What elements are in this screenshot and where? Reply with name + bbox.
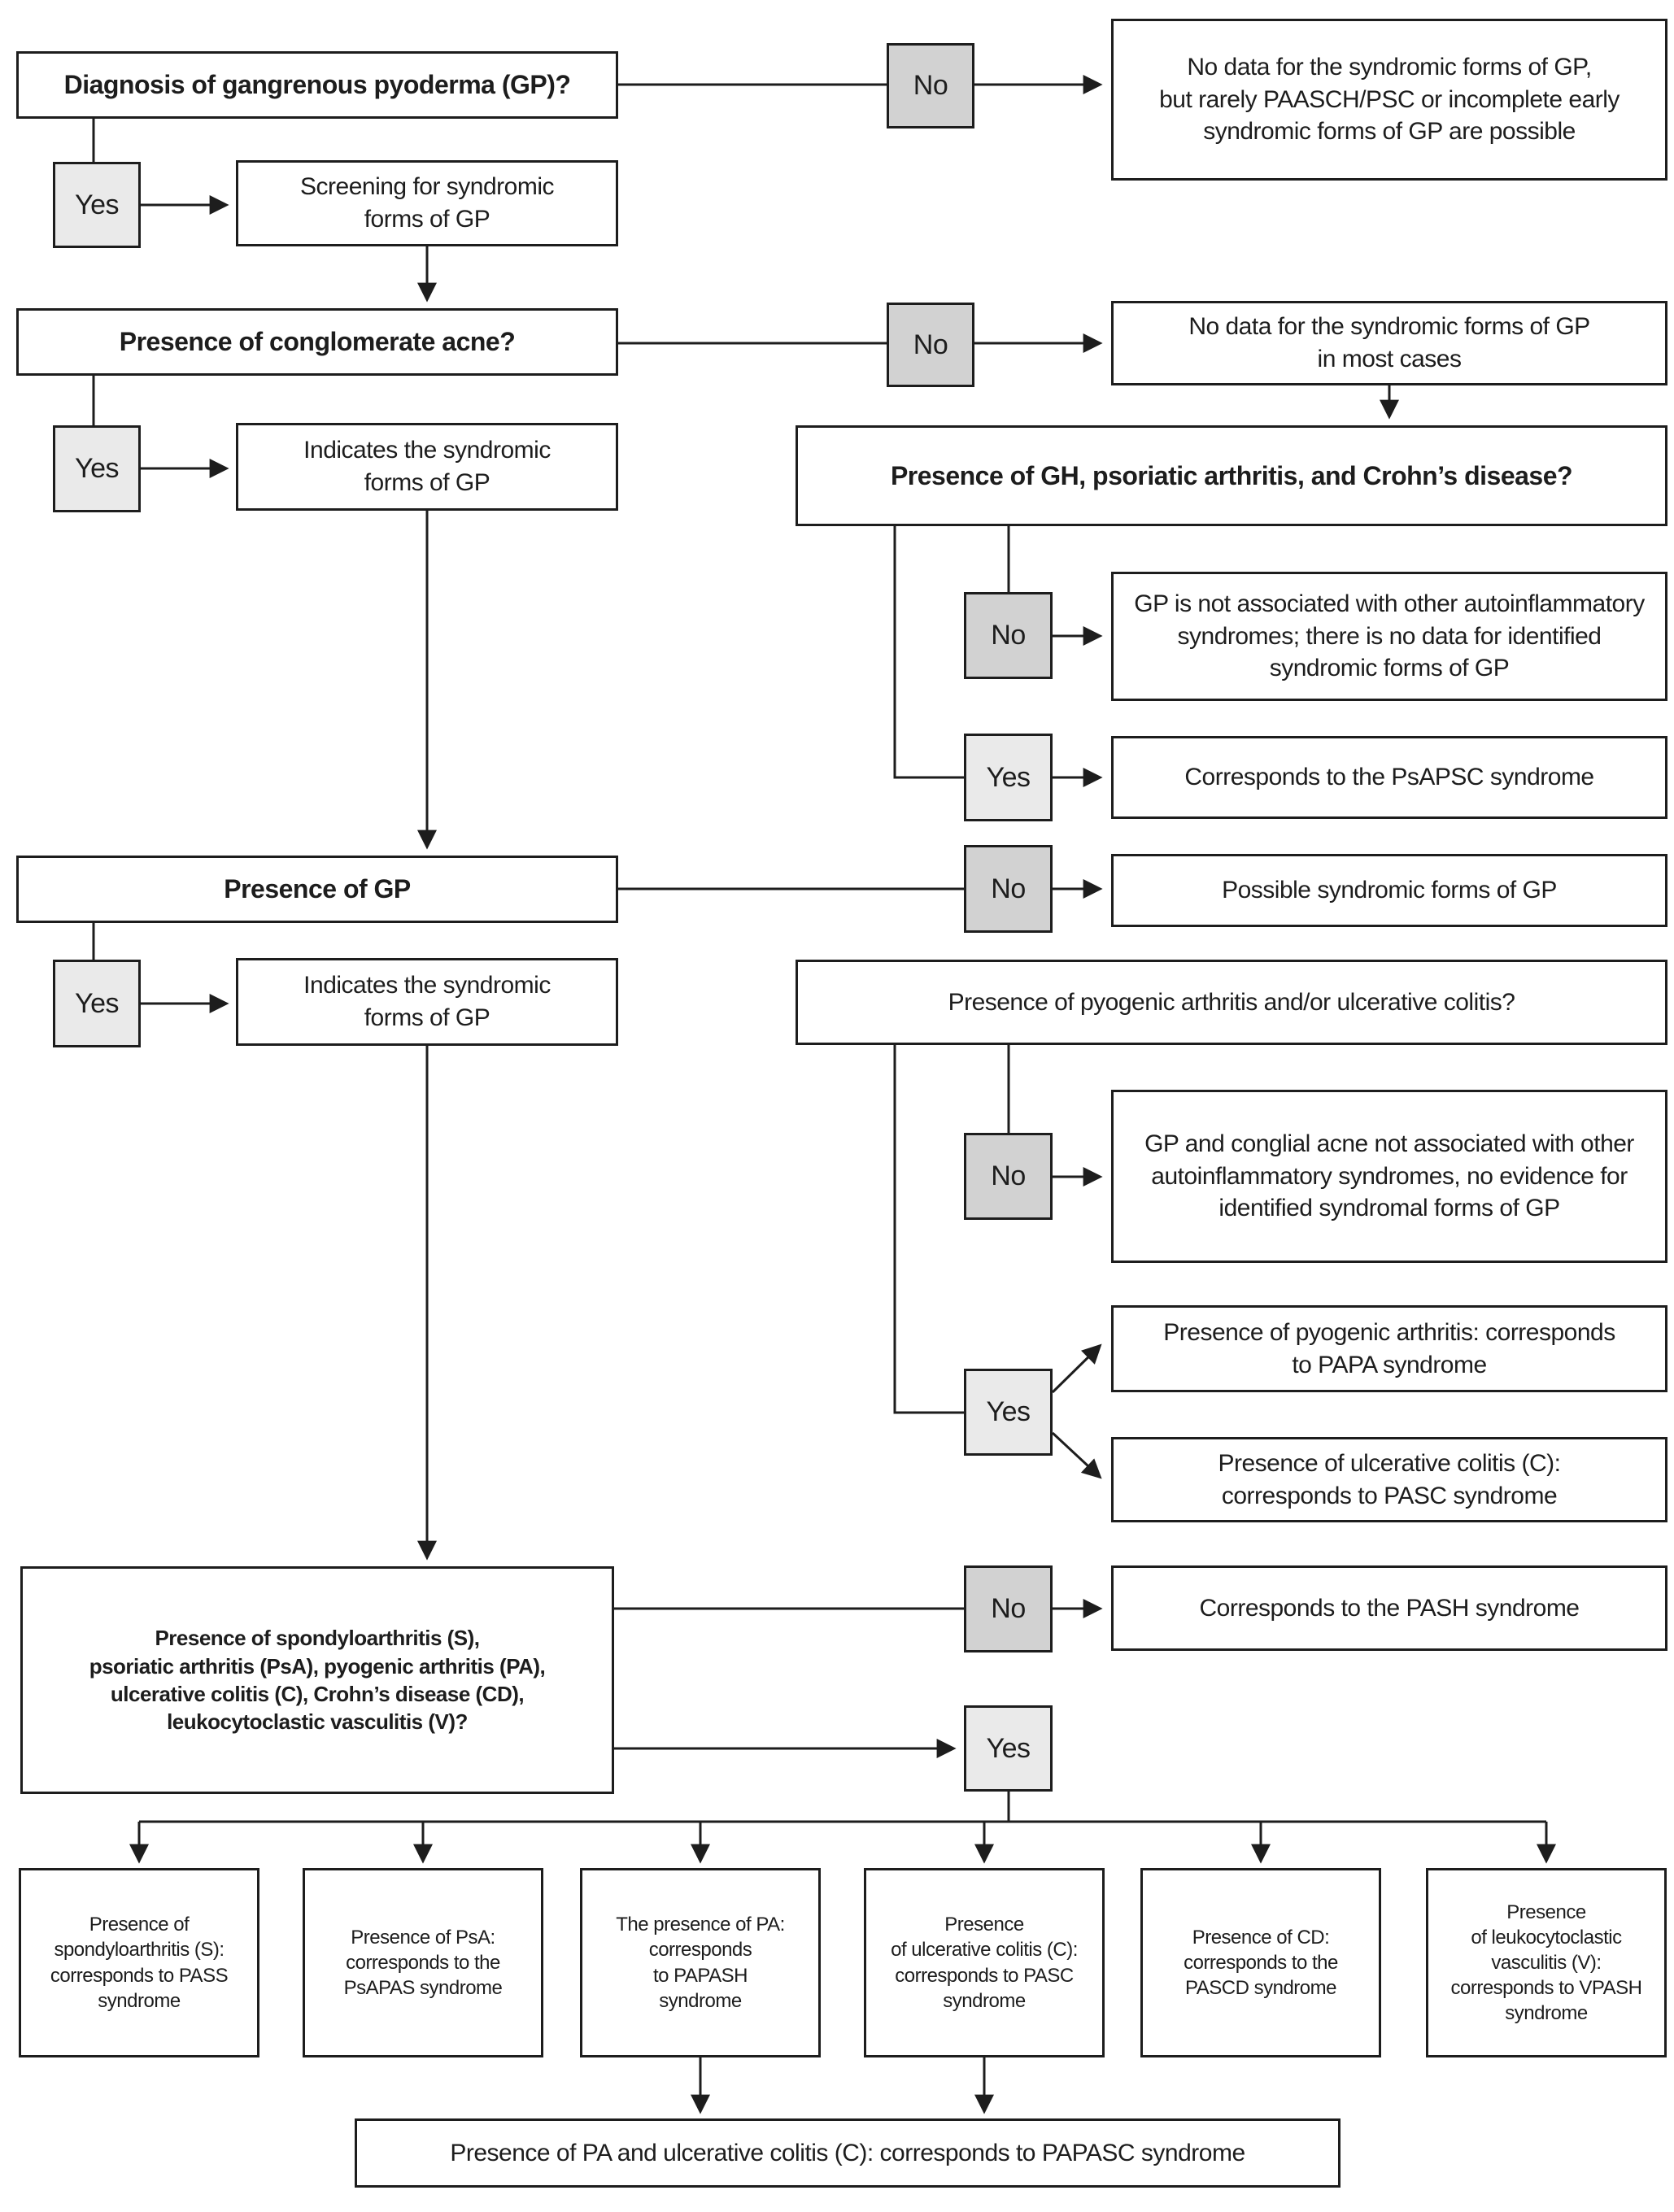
result-gp-not-associated: GP is not associated with other autoinfl… [1111, 572, 1667, 701]
result-papa-syndrome: Presence of pyogenic arthritis: correspo… [1111, 1305, 1667, 1392]
decision-yes-gp: Yes [53, 960, 141, 1047]
result-indicates-syndromic-1: Indicates the syndromic forms of GP [236, 423, 618, 511]
decision-no-diagnosis: No [887, 43, 974, 128]
question-multi-comorbidity: Presence of spondyloarthritis (S), psori… [20, 1566, 614, 1794]
decision-no-pyogenic: No [964, 1133, 1053, 1220]
outcome-pascd-syndrome: Presence of CD: corresponds to the PASCD… [1140, 1868, 1381, 2057]
question-pyogenic-ulcerative: Presence of pyogenic arthritis and/or ul… [796, 960, 1667, 1045]
result-no-data-most-cases: No data for the syndromic forms of GP in… [1111, 301, 1667, 385]
outcome-vpash-syndrome: Presence of leukocytoclastic vasculitis … [1426, 1868, 1667, 2057]
result-pasc-syndrome: Presence of ulcerative colitis (C): corr… [1111, 1437, 1667, 1522]
outcome-papasc-syndrome: Presence of PA and ulcerative colitis (C… [355, 2118, 1341, 2188]
question-presence-gp: Presence of GP [16, 856, 618, 923]
result-psapsc-syndrome: Corresponds to the PsAPSC syndrome [1111, 736, 1667, 819]
outcome-papash-syndrome: The presence of PA: corresponds to PAPAS… [580, 1868, 821, 2057]
decision-yes-pyogenic: Yes [964, 1369, 1053, 1456]
outcome-psapas-syndrome: Presence of PsA: corresponds to the PsAP… [303, 1868, 543, 2057]
question-conglomerate-acne: Presence of conglomerate acne? [16, 308, 618, 376]
decision-no-acne: No [887, 303, 974, 387]
result-screening: Screening for syndromic forms of GP [236, 160, 618, 246]
outcome-pass-syndrome: Presence of spondyloarthritis (S): corre… [19, 1868, 259, 2057]
question-gh-psoriatic-crohns: Presence of GH, psoriatic arthritis, and… [796, 425, 1667, 526]
result-possible-syndromic: Possible syndromic forms of GP [1111, 854, 1667, 927]
result-gp-conglial-not-associated: GP and conglial acne not associated with… [1111, 1090, 1667, 1263]
result-pash-syndrome: Corresponds to the PASH syndrome [1111, 1565, 1667, 1651]
result-no-data-rare-paasch: No data for the syndromic forms of GP, b… [1111, 19, 1667, 181]
decision-yes-multi: Yes [964, 1705, 1053, 1792]
decision-no-multi: No [964, 1565, 1053, 1652]
question-diagnosis-gp: Diagnosis of gangrenous pyoderma (GP)? [16, 51, 618, 119]
decision-yes-acne: Yes [53, 425, 141, 512]
decision-no-gh: No [964, 592, 1053, 679]
result-indicates-syndromic-2: Indicates the syndromic forms of GP [236, 958, 618, 1046]
decision-yes-diagnosis: Yes [53, 162, 141, 248]
decision-no-gp: No [964, 845, 1053, 933]
decision-yes-gh: Yes [964, 734, 1053, 821]
outcome-pasc-syndrome: Presence of ulcerative colitis (C): corr… [864, 1868, 1105, 2057]
